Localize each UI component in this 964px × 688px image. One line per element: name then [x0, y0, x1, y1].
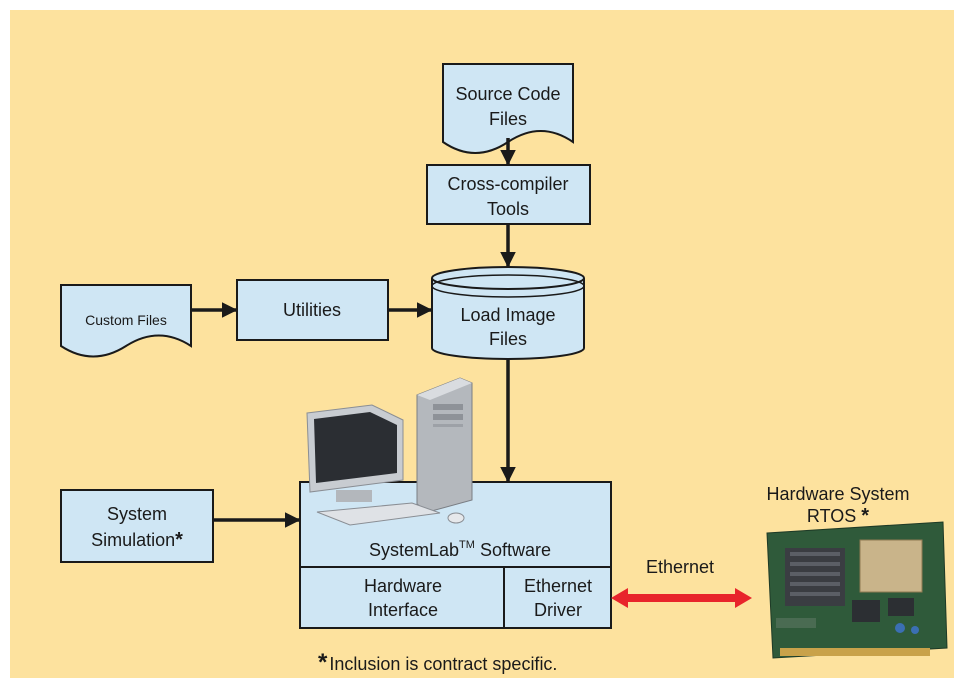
hardware-system-label-line2: RTOS * — [807, 505, 869, 527]
ethernet-double-arrow — [611, 588, 752, 608]
custom-files-label: Custom Files — [85, 312, 167, 328]
hardware-system-label-line1: Hardware System — [766, 484, 909, 504]
load-image-label-line1: Load Image — [460, 305, 555, 325]
source-code-label-line2: Files — [489, 109, 527, 129]
cylinder-body — [431, 278, 585, 360]
cross-compiler-tools-node: Cross-compiler Tools — [426, 164, 591, 225]
cross-compiler-label-line2: Tools — [487, 199, 529, 219]
systemlab-node: SystemLabTM Software Hardware Interface … — [299, 481, 612, 629]
ethernet-driver-label-line2: Driver — [534, 600, 582, 620]
circuit-board-icon — [766, 521, 948, 659]
document-shape — [60, 284, 192, 358]
systemlab-label: SystemLabTM Software — [369, 539, 551, 560]
system-simulation-label-line2: Simulation* — [91, 529, 183, 551]
utilities-node: Utilities — [236, 279, 389, 341]
footnote: *Inclusion is contract specific. — [318, 649, 557, 676]
cylinder-ring — [431, 274, 585, 298]
asterisk-mark: * — [861, 505, 869, 527]
asterisk-mark: * — [175, 529, 183, 551]
ethernet-link: Ethernet — [611, 557, 752, 608]
load-image-files-node: Load Image Files — [431, 266, 585, 360]
computer-workstation-icon — [306, 377, 473, 526]
system-simulation-node: System Simulation* — [60, 489, 214, 563]
ethernet-label: Ethernet — [646, 557, 714, 577]
ethernet-driver-label-line1: Ethernet — [524, 576, 592, 596]
custom-files-node: Custom Files — [60, 284, 192, 358]
footnote-asterisk: * — [318, 649, 328, 676]
hardware-interface-label-line1: Hardware — [364, 576, 442, 596]
utilities-label: Utilities — [283, 300, 341, 320]
system-simulation-label-line1: System — [107, 504, 167, 524]
cross-compiler-label-line1: Cross-compiler — [447, 174, 568, 194]
source-code-label-line1: Source Code — [455, 84, 560, 104]
load-image-label-line2: Files — [489, 329, 527, 349]
connectors — [191, 138, 516, 528]
hardware-interface-label-line2: Interface — [368, 600, 438, 620]
